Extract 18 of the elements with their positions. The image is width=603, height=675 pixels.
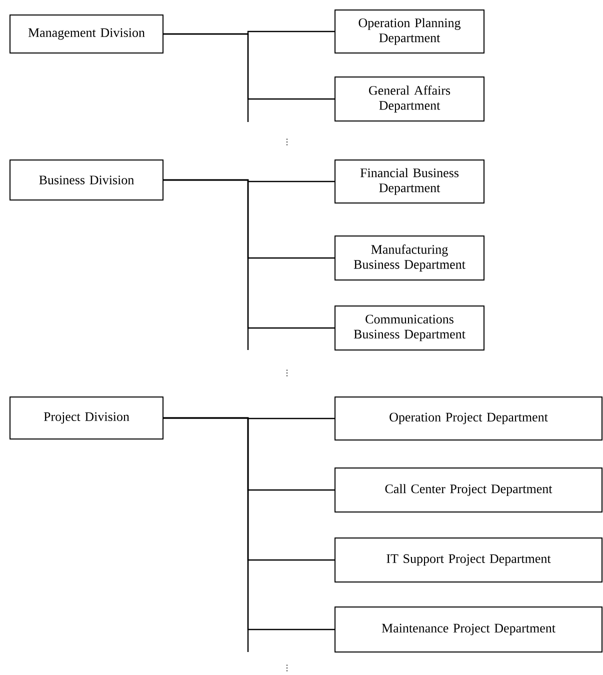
department-box: Communications Business Department	[334, 306, 484, 350]
department-box: Financial Business Department	[334, 160, 484, 204]
division-box: Project Division	[10, 396, 164, 440]
ellipsis-mark: ⋮	[286, 138, 288, 146]
department-box: Maintenance Project Department	[334, 606, 602, 652]
department-box: Operation Planning Department	[334, 10, 484, 54]
department-box: Operation Project Department	[334, 396, 602, 440]
department-box: General Affairs Department	[334, 76, 484, 122]
ellipsis-mark: ⋮	[286, 370, 288, 376]
connector-line	[164, 179, 334, 329]
connector-line	[164, 33, 334, 100]
ellipsis-mark: ⋮	[286, 664, 288, 672]
connector-line	[164, 417, 334, 630]
division-box: Business Division	[10, 160, 164, 200]
department-box: Manufacturing Business Department	[334, 236, 484, 280]
department-box: Call Center Project Department	[334, 468, 602, 512]
division-box: Management Division	[10, 14, 164, 54]
department-box: IT Support Project Department	[334, 538, 602, 582]
